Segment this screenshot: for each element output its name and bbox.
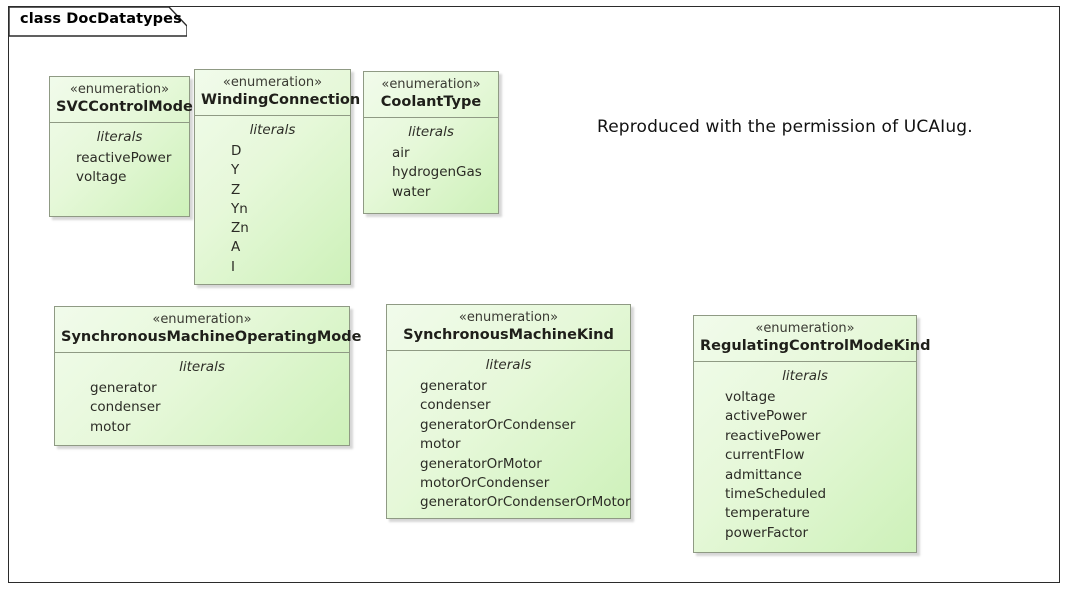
enum-literals-compartment: literals generator condenser motor bbox=[55, 353, 349, 443]
literal-item: motor bbox=[90, 418, 131, 435]
literal-item: temperature bbox=[725, 505, 810, 522]
literal-item: Yn bbox=[231, 200, 248, 217]
literal-item: A bbox=[231, 239, 241, 256]
enum-box-synchronousmachinekind[interactable]: «enumeration» SynchronousMachineKind lit… bbox=[386, 304, 631, 519]
literal-item: hydrogenGas bbox=[392, 164, 482, 181]
stereotype-label: «enumeration» bbox=[381, 77, 481, 92]
literal-item: condenser bbox=[420, 397, 491, 414]
enum-name-label: WindingConnection bbox=[201, 92, 361, 108]
diagram-frame: class DocDatatypes «enumeration» SVCCont… bbox=[8, 6, 1060, 583]
enum-header: «enumeration» WindingConnection bbox=[195, 70, 361, 116]
enum-name-label: CoolantType bbox=[380, 94, 482, 110]
literals-caption: literals bbox=[408, 124, 454, 140]
literal-item: air bbox=[392, 145, 410, 161]
literal-item: voltage bbox=[76, 169, 127, 186]
literal-item: reactivePower bbox=[725, 427, 821, 444]
stereotype-label: «enumeration» bbox=[458, 310, 559, 325]
literal-item: I bbox=[231, 258, 235, 275]
frame-tab-shape bbox=[9, 7, 187, 37]
enum-header: «enumeration» RegulatingControlModeKind bbox=[694, 316, 931, 362]
enum-name-label: RegulatingControlModeKind bbox=[700, 338, 931, 354]
permission-note: Reproduced with the permission of UCAIug… bbox=[597, 117, 973, 137]
literal-item: motorOrCondenser bbox=[420, 475, 550, 492]
literal-item: generatorOrMotor bbox=[420, 455, 542, 472]
enum-header: «enumeration» SynchronousMachineOperatin… bbox=[55, 307, 362, 353]
literals-caption: literals bbox=[96, 129, 143, 145]
literal-item: generatorOrCondenserOrMotor bbox=[420, 494, 631, 511]
enum-name-label: SynchronousMachineOperatingMode bbox=[61, 329, 362, 345]
enum-box-coolanttype[interactable]: «enumeration» CoolantType literals air h… bbox=[363, 71, 499, 214]
literal-item: currentFlow bbox=[725, 447, 805, 464]
literal-item: reactivePower bbox=[76, 150, 172, 166]
frame-tab-label: class DocDatatypes bbox=[20, 11, 182, 27]
literals-caption: literals bbox=[782, 368, 828, 384]
enum-name-label: SVCControlMode bbox=[56, 99, 193, 115]
literal-item: powerFactor bbox=[725, 524, 809, 541]
enum-literals-compartment: literals reactivePower voltage bbox=[50, 123, 189, 194]
literal-item: Y bbox=[231, 162, 240, 179]
literal-item: activePower bbox=[725, 408, 807, 425]
enum-literals-compartment: literals generator condenser generatorOr… bbox=[387, 351, 631, 519]
literal-item: admittance bbox=[725, 466, 802, 483]
frame-name-tab[interactable]: class DocDatatypes bbox=[9, 7, 187, 37]
enum-header: «enumeration» CoolantType bbox=[364, 72, 498, 118]
stereotype-label: «enumeration» bbox=[755, 321, 855, 336]
enum-name-label: SynchronousMachineKind bbox=[403, 327, 614, 343]
literal-item: condenser bbox=[90, 399, 161, 416]
literal-item: D bbox=[231, 143, 242, 159]
literal-item: Zn bbox=[231, 220, 249, 237]
stereotype-label: «enumeration» bbox=[69, 82, 170, 97]
literal-item: water bbox=[392, 183, 431, 200]
literal-item: motor bbox=[420, 436, 461, 453]
literal-item: generator bbox=[90, 380, 157, 396]
literal-item: Z bbox=[231, 181, 241, 198]
enum-literals-compartment: literals air hydrogenGas water bbox=[364, 118, 498, 208]
literals-caption: literals bbox=[485, 357, 532, 373]
enum-header: «enumeration» SynchronousMachineKind bbox=[387, 305, 630, 351]
enum-box-regulatingcontrolmodekind[interactable]: «enumeration» RegulatingControlModeKind … bbox=[693, 315, 931, 553]
literals-caption: literals bbox=[249, 122, 296, 138]
enum-literals-compartment: literals voltage activePower reactivePow… bbox=[694, 362, 916, 549]
enum-header: «enumeration» SVCControlMode bbox=[50, 77, 193, 123]
stereotype-label: «enumeration» bbox=[152, 312, 252, 327]
literal-item: timeScheduled bbox=[725, 486, 827, 503]
enum-literals-compartment: literals D Y Z Yn Zn A I bbox=[195, 116, 350, 283]
literal-item: generatorOrCondenser bbox=[420, 416, 576, 433]
literal-item: voltage bbox=[725, 389, 776, 405]
literal-item: generator bbox=[420, 378, 487, 394]
enum-box-synchronousmachineoperatingmode[interactable]: «enumeration» SynchronousMachineOperatin… bbox=[54, 306, 362, 446]
literals-caption: literals bbox=[179, 359, 225, 375]
enum-box-windingconnection[interactable]: «enumeration» WindingConnection literals… bbox=[194, 69, 361, 285]
enum-box-svccontrolmode[interactable]: «enumeration» SVCControlMode literals re… bbox=[49, 76, 193, 217]
stereotype-label: «enumeration» bbox=[222, 75, 323, 90]
